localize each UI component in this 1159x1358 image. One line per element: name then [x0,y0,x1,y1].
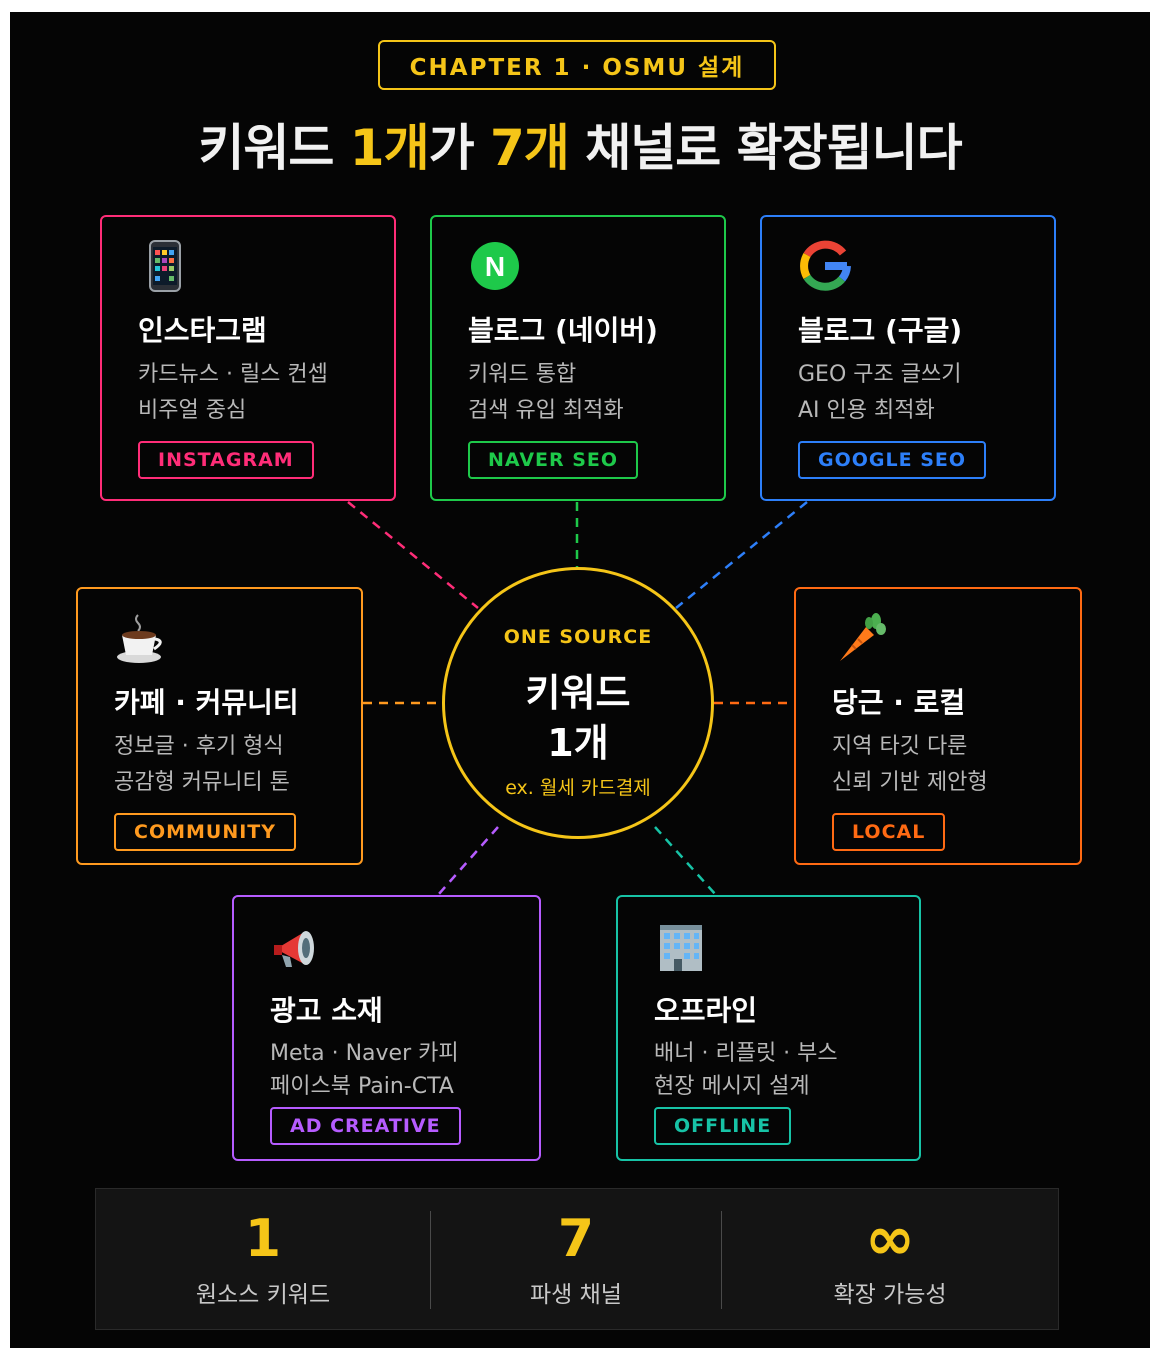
channel-description-line-2: 신뢰 기반 제안형 [832,770,988,795]
stats-bar: 1 원소스 키워드 7 파생 채널 ∞ 확장 가능성 [95,1188,1059,1330]
channel-description-line-2: AI 인용 최적화 [798,398,935,423]
stat-value: 1 [244,1209,282,1269]
channel-title: 당근 · 로컬 [832,686,966,719]
channel-description-line-2: 페이스북 Pain-CTA [270,1074,454,1099]
stat-expandability: ∞ 확장 가능성 [722,1189,1058,1329]
channel-description-line-1: 지역 타깃 다룬 [832,734,968,759]
channel-card-google: 블로그 (구글) GEO 구조 글쓰기 AI 인용 최적화 GOOGLE SEO [760,215,1056,501]
megaphone-icon [274,931,314,967]
title-part-2: 가 [428,119,490,177]
channel-description-line-2: 공감형 커뮤니티 톤 [114,770,290,795]
channel-card-offline: 오프라인 배너 · 리플릿 · 부스 현장 메시지 설계 OFFLINE [616,895,921,1161]
channel-tag: NAVER SEO [468,441,639,479]
channel-description: 카드뉴스 · 릴스 컨셉 비주얼 중심 [138,357,328,429]
channel-tag: OFFLINE [654,1107,792,1145]
channel-description-line-1: Meta · Naver 카피 [270,1041,459,1066]
channel-description-line-1: 키워드 통합 [468,362,577,387]
channel-description-line-1: 정보글 · 후기 형식 [114,734,284,759]
channel-description: 배너 · 리플릿 · 부스 현장 메시지 설계 [654,1037,838,1103]
stat-label: 확장 가능성 [833,1282,947,1308]
channel-description: 키워드 통합 검색 유입 최적화 [468,357,624,429]
channel-title: 카페 · 커뮤니티 [114,686,299,719]
stat-value: ∞ [865,1204,915,1274]
channel-card-ad-creative: 광고 소재 Meta · Naver 카피 페이스북 Pain-CTA AD C… [232,895,541,1161]
hub-keyword: 키워드 [525,671,631,715]
google-g-icon [800,240,851,291]
channel-title: 블로그 (구글) [798,314,963,347]
title-part-1: 키워드 [198,119,350,177]
stat-channels: 7 파생 채널 [431,1189,721,1329]
channel-description: Meta · Naver 카피 페이스북 Pain-CTA [270,1037,459,1103]
connector-instagram [347,501,479,609]
channel-description-line-2: 검색 유입 최적화 [468,398,624,423]
hub-example: ex. 월세 카드결제 [505,777,651,799]
channel-tag: AD CREATIVE [270,1107,461,1145]
title-part-3: 채널로 확장됩니다 [568,119,962,177]
channel-card-community: 카페 · 커뮤니티 정보글 · 후기 형식 공감형 커뮤니티 톤 COMMUNI… [76,587,363,865]
stat-label: 원소스 키워드 [195,1282,331,1308]
channel-description: 지역 타깃 다룬 신뢰 기반 제안형 [832,729,988,801]
connector-lines [347,501,808,896]
channel-description-line-2: 비주얼 중심 [138,398,247,423]
channel-card-instagram: 인스타그램 카드뉴스 · 릴스 컨셉 비주얼 중심 INSTAGRAM [100,215,396,501]
one-source-hub: ONE SOURCE 키워드 1개 ex. 월세 카드결제 [442,567,714,839]
stat-divider [721,1211,722,1309]
channel-title: 인스타그램 [138,314,267,347]
stat-value: 7 [557,1209,595,1269]
office-building-icon [660,925,702,971]
stat-label: 파생 채널 [530,1282,622,1308]
title-highlight-2: 7개 [490,119,570,177]
hub-label: ONE SOURCE [503,626,653,648]
infographic-canvas: CHAPTER 1 · OSMU 설계 키워드 1개가 7개 채널로 확장됩니다… [10,12,1150,1348]
stat-divider [430,1211,431,1309]
connector-ad [437,826,499,896]
channel-tag: COMMUNITY [114,813,297,851]
channel-tag: INSTAGRAM [138,441,314,479]
title-highlight-1: 1개 [349,119,430,177]
smartphone-icon [149,240,181,292]
channel-tag: LOCAL [832,813,946,851]
channel-description-line-1: GEO 구조 글쓰기 [798,362,962,387]
channel-description: GEO 구조 글쓰기 AI 인용 최적화 [798,357,961,429]
channel-description-line-1: 카드뉴스 · 릴스 컨셉 [138,362,328,387]
channel-tag: GOOGLE SEO [798,441,987,479]
channel-description-line-2: 현장 메시지 설계 [654,1074,810,1099]
page-title: 키워드 1개가 7개 채널로 확장됩니다 [10,108,1150,180]
chapter-badge: CHAPTER 1 · OSMU 설계 [378,40,776,90]
hub-count: 1개 [547,721,609,765]
connector-google [675,501,808,609]
channel-card-local: 당근 · 로컬 지역 타깃 다룬 신뢰 기반 제안형 LOCAL [794,587,1082,865]
channel-description: 정보글 · 후기 형식 공감형 커뮤니티 톤 [114,729,290,801]
channel-description-line-1: 배너 · 리플릿 · 부스 [654,1041,838,1066]
naver-n-letter: N [485,251,505,282]
connector-offline [654,826,717,896]
channel-title: 오프라인 [654,994,758,1027]
stat-one-source: 1 원소스 키워드 [96,1189,430,1329]
channel-card-naver: N 블로그 (네이버) 키워드 통합 검색 유입 최적화 NAVER SEO [430,215,726,501]
carrot-icon [840,613,886,661]
channel-title: 블로그 (네이버) [468,314,658,347]
coffee-cup-icon [117,614,162,663]
naver-n-icon: N [471,242,519,290]
channel-title: 광고 소재 [270,994,383,1027]
